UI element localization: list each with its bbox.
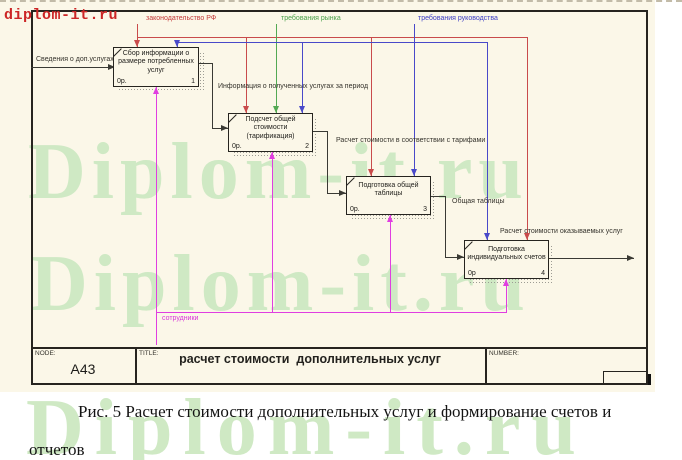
arrowhead-icon [272,106,279,113]
connector-line [276,24,278,113]
activity-box-cost: 0р. [232,143,242,150]
arrowhead-icon [298,106,305,113]
figure-caption-line1: Рис. 5 Расчет стоимости дополнительных у… [78,402,612,421]
watermark-big-2: Diplom-it.ru [30,240,531,328]
arrowhead-icon [133,40,140,47]
info-bar-top-line [31,347,648,349]
diagram-frame [31,10,648,385]
watermark-big-3: Diplom-it.ru [26,384,587,460]
connector-line [327,193,346,195]
activity-box-4: Подготовка индивидуальных счетов 0р 4 [464,240,549,279]
connector-line [246,37,248,113]
arrowhead-icon [173,40,180,47]
connector-line [431,196,446,198]
arrowhead-icon [457,253,464,260]
node-value: A43 [70,361,96,377]
connector-line [506,279,508,312]
watermark-small-red: diplom-it.ru [4,7,119,24]
control-label-management: требования руководства [418,15,498,22]
activity-box-cost: 0р. [117,78,127,85]
activity-box-2: Подсчет общей стоимости (тарификация) 0р… [228,113,313,152]
connector-line [487,42,489,240]
arrowhead-icon [502,279,509,286]
connector-line [445,196,447,257]
arrowhead-icon [483,233,490,240]
connector-line [212,63,214,128]
arrowhead-icon [367,169,374,176]
control-label-market: требования рынка [281,15,341,22]
title-label: TITLE: [139,350,159,357]
connector-line [156,87,158,345]
top-dashed-divider [0,0,682,2]
flow-label-f12: Информация о полученных услугах за перио… [218,83,369,90]
activity-box-title: Подготовка общей таблицы [358,182,419,198]
activity-box-number: 2 [305,143,309,150]
connector-line [137,37,528,39]
number-label: NUMBER: [489,350,519,357]
connector-line [177,42,488,44]
arrowhead-icon [339,189,346,196]
connector-line [199,63,213,65]
connector-line [31,67,115,69]
connector-line [313,131,328,133]
connector-line [527,37,529,240]
number-field-rect [603,371,647,384]
arrowhead-icon [627,254,634,261]
connector-line [390,215,392,312]
arrowhead-icon [242,106,249,113]
connector-line [156,312,507,314]
cursor-tick [648,374,651,385]
flow-label-f23: Расчет стоимости в соответствии с тарифа… [336,137,486,144]
activity-box-title: Сбор информации о размере потребленных у… [118,50,194,74]
info-bar-divider [135,347,137,385]
activity-box-1: Сбор информации о размере потребленных у… [113,47,199,87]
flow-label-input1: Сведения о доп.услугах [36,56,114,63]
info-bar-divider [485,347,487,385]
arrowhead-icon [221,124,228,131]
arrowhead-icon [523,233,530,240]
activity-box-number: 1 [191,78,195,85]
connector-line [549,258,634,260]
control-label-law: законодательство РФ [146,15,217,22]
connector-line [272,152,274,312]
connector-line [445,257,464,259]
activity-box-3: Подготовка общей таблицы 0р. 3 [346,176,431,215]
connector-line [414,24,416,176]
connector-line [371,37,373,176]
activity-box-number: 4 [541,270,545,277]
connector-line [327,131,329,193]
connector-line [212,128,228,130]
activity-box-number: 3 [423,206,427,213]
arrowhead-icon [152,87,159,94]
figure-caption-line2: отчетов [29,440,85,459]
arrowhead-icon [410,169,417,176]
activity-box-title: Подготовка индивидуальных счетов [467,246,546,262]
flow-label-out4: Расчет стоимости оказываемых услуг [500,228,623,235]
arrowhead-icon [386,215,393,222]
title-value: расчет стоимости дополнительных услуг [179,352,441,366]
activity-box-cost: 0р [468,270,476,277]
connector-line [137,24,139,47]
activity-box-cost: 0р. [350,206,360,213]
flow-label-f34: Общая таблицы [452,198,505,205]
arrowhead-icon [268,152,275,159]
mechanism-label: сотрудники [162,315,199,322]
arrowhead-icon [108,63,115,70]
activity-box-title: Подсчет общей стоимости (тарификация) [245,116,296,140]
connector-line [302,42,304,113]
node-label: NODE: [35,350,56,357]
